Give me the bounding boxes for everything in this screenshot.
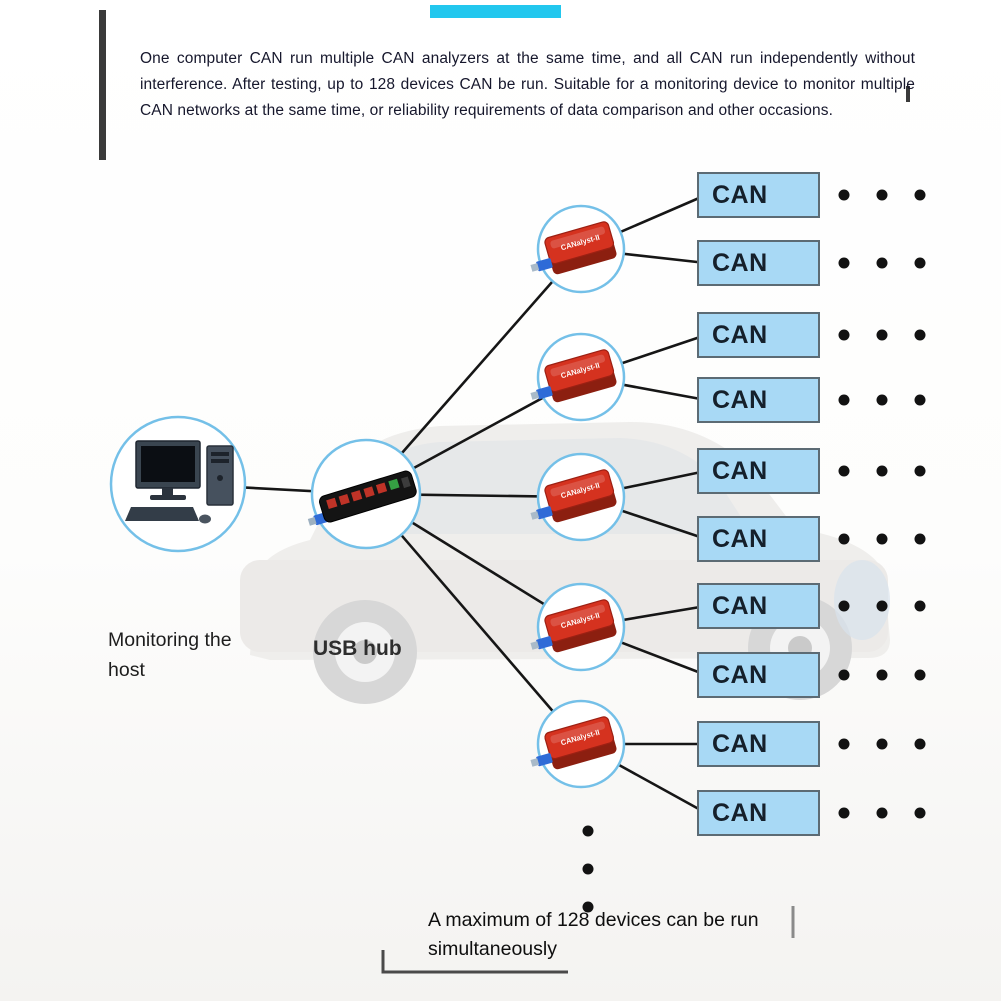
top-accent-bar (430, 5, 561, 18)
can-node-label: CAN (712, 524, 768, 553)
can-node-label: CAN (712, 456, 768, 485)
can-node-label: CAN (712, 180, 768, 209)
can-network-node: CAN (697, 240, 820, 286)
desktop-computer-icon (125, 440, 234, 524)
can-node-label: CAN (712, 660, 768, 689)
can-node-label: CAN (712, 385, 768, 414)
can-network-node: CAN (697, 312, 820, 358)
footer-frame-marks (381, 906, 795, 974)
can-network-node: CAN (697, 448, 820, 494)
can-node-label: CAN (712, 591, 768, 620)
can-network-node: CAN (697, 790, 820, 836)
can-node-label: CAN (712, 320, 768, 349)
can-node-label: CAN (712, 729, 768, 758)
can-network-node: CAN (697, 377, 820, 423)
can-node-label: CAN (712, 798, 768, 827)
right-tick-mark (906, 86, 910, 102)
description-text: One computer CAN run multiple CAN analyz… (140, 50, 915, 119)
left-accent-bar (99, 10, 106, 160)
more-devices-dots (582, 189, 926, 913)
can-network-node: CAN (697, 721, 820, 767)
host-label: Monitoring the host (108, 629, 232, 681)
footer-note: A maximum of 128 devices can be run simu… (428, 909, 759, 960)
usb-hub-icon (307, 470, 417, 526)
hub-label: USB hub (313, 637, 402, 660)
can-network-node: CAN (697, 516, 820, 562)
can-network-node: CAN (697, 583, 820, 629)
can-node-label: CAN (712, 248, 768, 277)
can-network-node: CAN (697, 172, 820, 218)
can-network-node: CAN (697, 652, 820, 698)
